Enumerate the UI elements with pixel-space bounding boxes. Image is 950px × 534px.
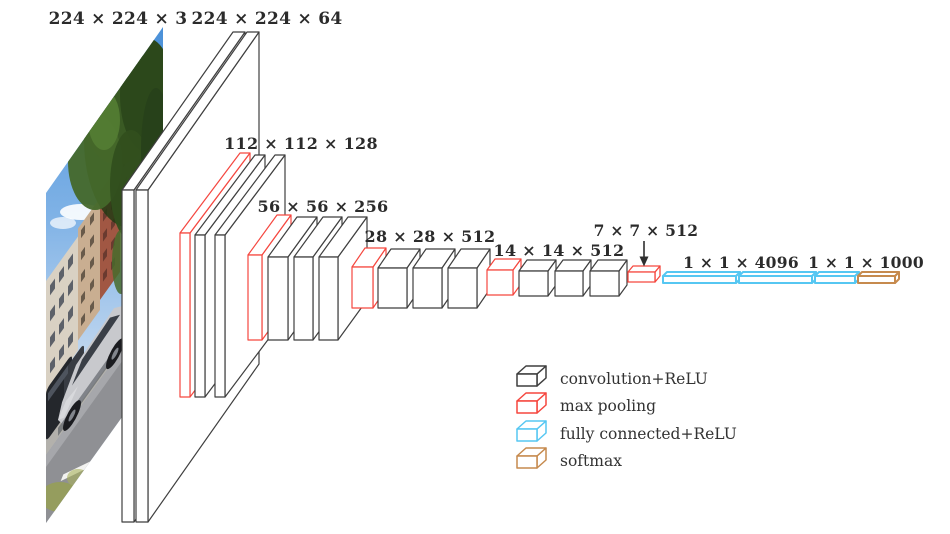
- layer-box-conv: [318, 216, 368, 341]
- layer-box-pool: [486, 258, 522, 296]
- building-window: [50, 356, 55, 374]
- building-window: [103, 248, 107, 262]
- building-window: [103, 228, 107, 242]
- layer-box-fc: [662, 271, 741, 284]
- building-window: [81, 290, 85, 305]
- building-window: [103, 268, 107, 282]
- label-conv1-dims: 224 × 224 × 64: [192, 9, 343, 29]
- pool-cube-icon: [516, 392, 547, 414]
- label-fc-dims: 1 × 1 × 4096: [683, 253, 799, 272]
- building-window: [59, 317, 64, 335]
- network-blocks: [121, 31, 900, 523]
- label-output-dims: 1 × 1 × 1000: [808, 253, 924, 272]
- building-window: [59, 291, 64, 309]
- legend-label-max-pooling: max pooling: [560, 397, 656, 415]
- legend-label-fully-connected: fully connected+ReLU: [560, 425, 737, 443]
- layer-box-softmax: [857, 271, 900, 284]
- building-window: [81, 246, 85, 261]
- label-conv3-dims: 56 × 56 × 256: [258, 197, 389, 216]
- fc-cube-icon: [516, 420, 547, 442]
- layer-box-fc: [814, 271, 860, 284]
- building-window: [50, 330, 55, 348]
- leaves-bottom: [67, 469, 89, 487]
- building-window: [68, 305, 73, 323]
- building-window: [111, 236, 115, 251]
- label-pool5-dims: 7 × 7 × 512: [594, 221, 699, 240]
- building-window: [90, 300, 94, 314]
- legend-label-convolution: convolution+ReLU: [560, 370, 708, 388]
- building-window: [50, 278, 55, 296]
- building-window: [50, 304, 55, 322]
- softmax-cube-icon: [516, 447, 547, 469]
- layer-box-conv: [554, 259, 592, 297]
- dimension-labels: 224 × 224 × 3 224 × 224 × 64 112 × 112 ×…: [49, 9, 924, 272]
- layer-box-conv: [518, 259, 557, 297]
- layer-box-fc: [738, 271, 817, 284]
- building-window: [90, 234, 94, 248]
- label-conv4-dims: 28 × 28 × 512: [365, 227, 496, 246]
- legend: convolution+ReLU max pooling fully conne…: [516, 365, 737, 470]
- pool5-arrow: [639, 241, 649, 267]
- arrowhead-icon: [639, 256, 649, 267]
- building-window: [68, 279, 73, 297]
- building-window: [68, 253, 73, 271]
- building-window: [59, 343, 64, 361]
- layer-box-conv: [589, 259, 628, 297]
- building-window: [59, 265, 64, 283]
- building-window: [90, 212, 94, 226]
- leaves-bottom: [46, 482, 80, 512]
- label-input-dims: 224 × 224 × 3: [49, 9, 188, 29]
- building-window: [68, 331, 73, 349]
- layer-box-conv: [447, 248, 491, 309]
- building-window: [90, 256, 94, 270]
- building-window: [81, 224, 85, 239]
- building-window: [81, 268, 85, 283]
- building-window: [90, 278, 94, 292]
- silver-car: [58, 304, 130, 436]
- layer-box-pool: [627, 265, 661, 283]
- label-conv2-dims: 112 × 112 × 128: [224, 134, 378, 153]
- building-window: [81, 312, 85, 327]
- layer-box-conv: [377, 248, 421, 309]
- label-conv5-dims: 14 × 14 × 512: [494, 241, 625, 260]
- cloud: [50, 217, 76, 229]
- legend-label-softmax: softmax: [560, 452, 622, 470]
- conv-cube-icon: [516, 365, 547, 387]
- legend-icons: [516, 365, 547, 469]
